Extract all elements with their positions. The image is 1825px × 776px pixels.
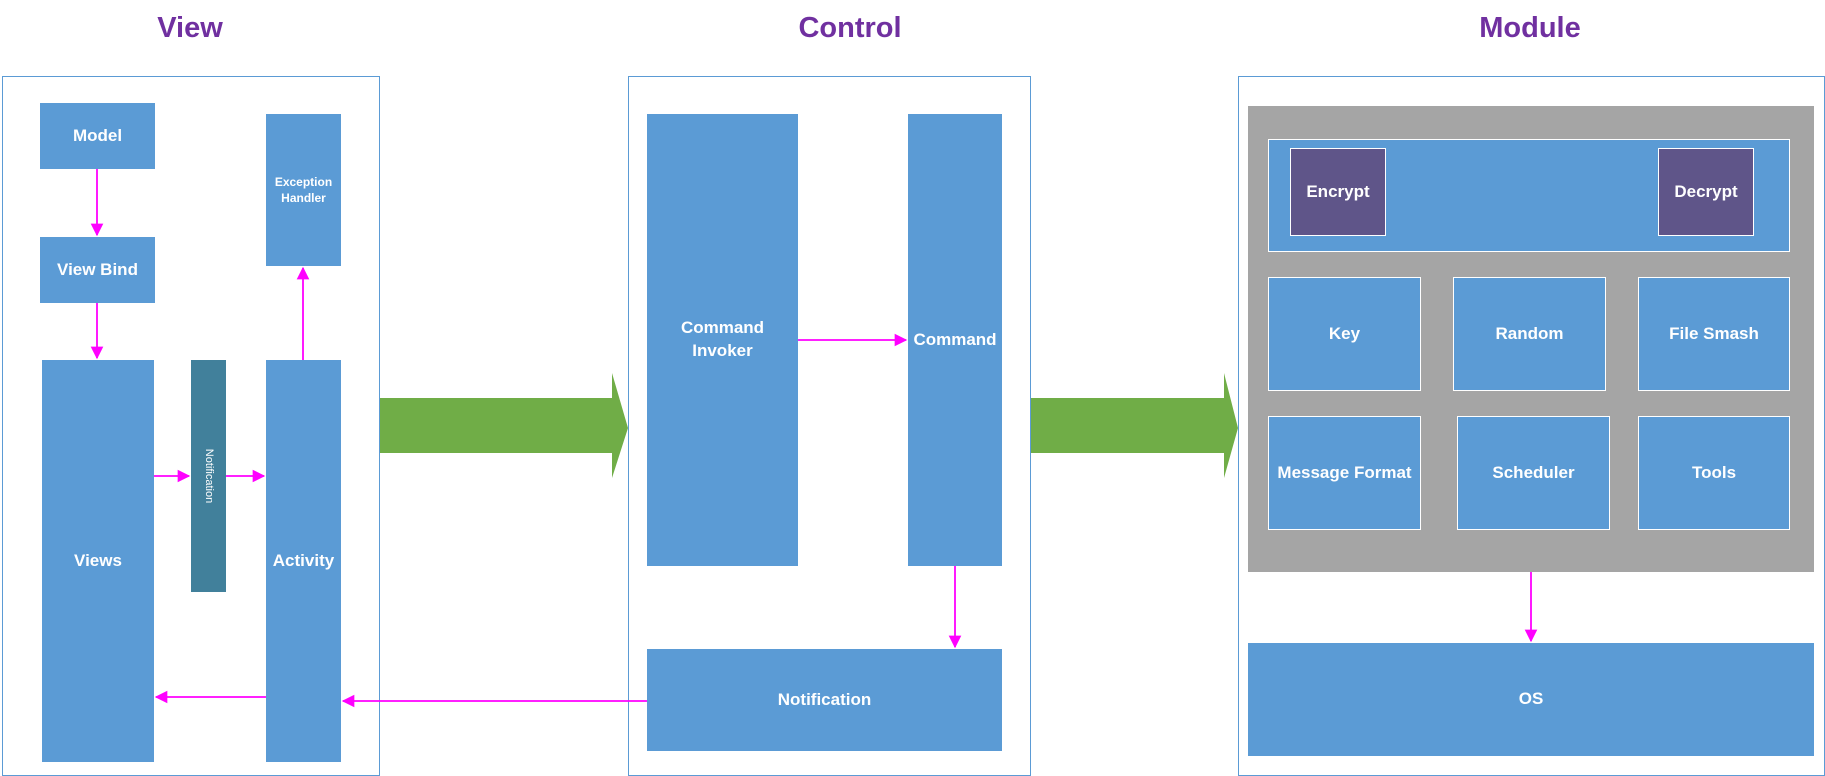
key-box: Key: [1268, 277, 1421, 391]
activity-box: Activity: [266, 360, 341, 762]
control-notification-box: Notification: [647, 649, 1002, 751]
encrypt-box: Encrypt: [1290, 148, 1386, 236]
file-smash-box: File Smash: [1638, 277, 1790, 391]
message-format-box: Message Format: [1268, 416, 1421, 530]
os-box: OS: [1248, 643, 1814, 756]
module-title: Module: [1479, 12, 1581, 44]
views-box: Views: [42, 360, 154, 762]
tools-box: Tools: [1638, 416, 1790, 530]
control-to-module-arrow: [1031, 373, 1238, 478]
exception-handler-box: Exception Handler: [266, 114, 341, 266]
random-box: Random: [1453, 277, 1606, 391]
view-bind-box: View Bind: [40, 237, 155, 303]
model-box: Model: [40, 103, 155, 169]
scheduler-box: Scheduler: [1457, 416, 1610, 530]
control-title: Control: [798, 12, 902, 44]
view-to-control-arrow: [380, 373, 628, 478]
view-title: View: [157, 12, 223, 44]
command-box: Command: [908, 114, 1002, 566]
decrypt-box: Decrypt: [1658, 148, 1754, 236]
command-invoker-box: Command Invoker: [647, 114, 798, 566]
notification-strip: Notification: [191, 360, 226, 592]
